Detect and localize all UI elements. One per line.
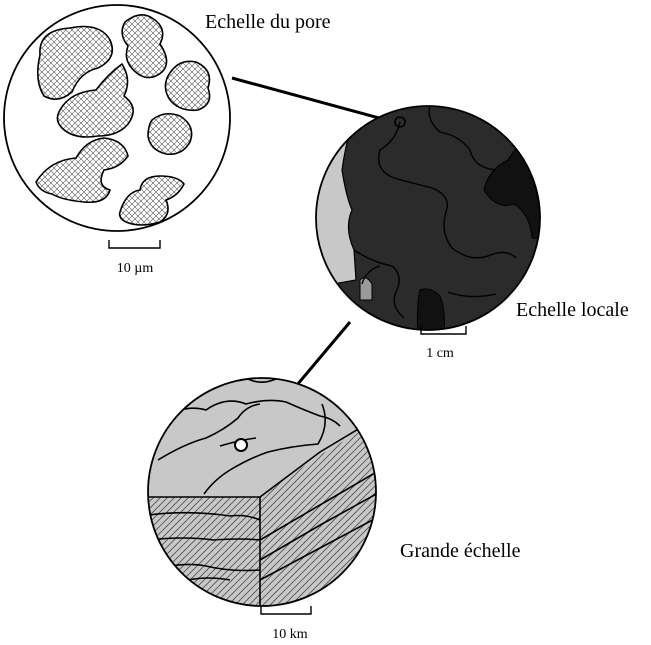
pore-scale-view [4,5,230,231]
large-scale-label: Grande échelle [400,540,521,562]
pore-scale-bar: 10 µm [109,240,160,276]
large-scale-bar: 10 km [261,606,311,642]
light-region-small [360,278,372,300]
local-scale-label: Echelle locale [516,299,629,321]
arrow-pore-to-local [232,78,390,121]
grain [148,114,192,155]
scale-bar-line [261,606,311,614]
zoom-marker [235,439,247,451]
local-scale-bar-label: 1 cm [426,346,454,361]
local-scale-bar: 1 cm [421,326,466,361]
pore-scale-label: Echelle du pore [205,11,331,33]
large-scale-bar-label: 10 km [272,627,308,642]
scale-bar-line [109,240,160,248]
large-scale-view [148,373,380,620]
pore-scale-bar-label: 10 µm [117,261,154,276]
